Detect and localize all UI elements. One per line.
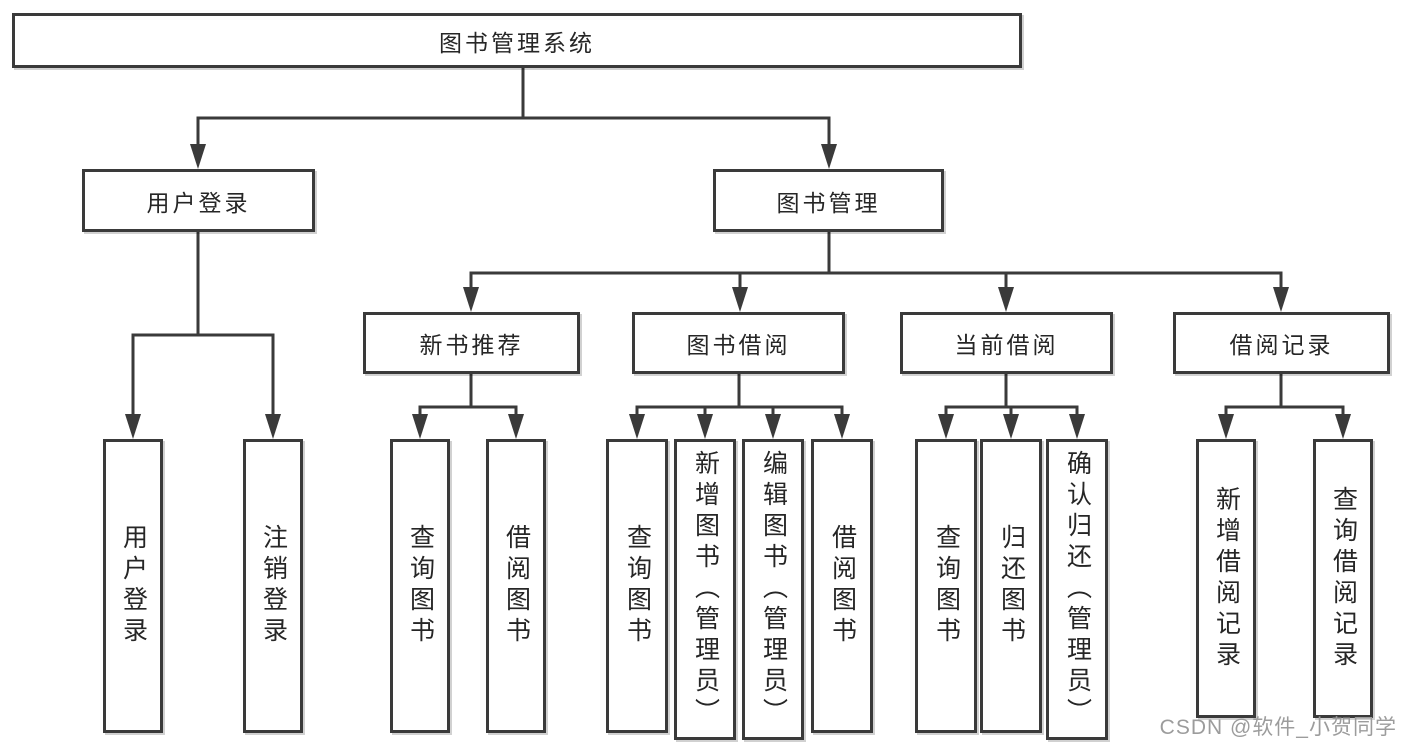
leaf-add-borrow-record-label: 新增借阅记录 (1212, 485, 1241, 672)
leaf-edit-book-label: 编辑图书（管理员） (759, 450, 788, 729)
leaf-add-book: 新增图书（管理员） (674, 439, 736, 740)
leaf-user-login: 用户登录 (103, 439, 163, 733)
leaf-query-book-2-label: 查询图书 (623, 524, 652, 648)
leaf-edit-book: 编辑图书（管理员） (742, 439, 804, 740)
arrowhead-icon (821, 144, 837, 169)
leaf-confirm-return: 确认归还（管理员） (1046, 439, 1108, 740)
leaf-user-login-label: 用户登录 (119, 524, 148, 648)
node-user-login-label: 用户登录 (146, 189, 251, 216)
node-borrow-record-label: 借阅记录 (1229, 332, 1334, 358)
leaf-borrow-book-2: 借阅图书 (811, 439, 873, 733)
arrowhead-icon (1218, 414, 1234, 439)
arrowhead-icon (629, 414, 645, 439)
arrowhead-icon (265, 414, 281, 439)
node-user-login: 用户登录 (82, 169, 315, 232)
arrowhead-icon (508, 414, 524, 439)
arrowhead-icon (1335, 414, 1351, 439)
arrowhead-icon (998, 287, 1014, 312)
arrowhead-icon (938, 414, 954, 439)
leaf-query-book-3: 查询图书 (915, 439, 977, 733)
leaf-query-book-2: 查询图书 (606, 439, 668, 733)
arrowhead-icon (190, 144, 206, 169)
node-root: 图书管理系统 (12, 13, 1022, 68)
arrowhead-icon (697, 414, 713, 439)
node-root-label: 图书管理系统 (439, 29, 595, 56)
leaf-logout: 注销登录 (243, 439, 303, 733)
leaf-query-book-3-label: 查询图书 (932, 524, 961, 648)
node-current-borrow-label: 当前借阅 (954, 332, 1059, 358)
leaf-borrow-book-2-label: 借阅图书 (828, 524, 857, 648)
node-current-borrow: 当前借阅 (900, 312, 1113, 374)
arrowhead-icon (463, 287, 479, 312)
watermark: CSDN @软件_小贺同学 (1159, 716, 1397, 739)
leaf-logout-label: 注销登录 (259, 524, 288, 648)
leaf-return-book-label: 归还图书 (997, 524, 1026, 648)
arrowhead-icon (1273, 287, 1289, 312)
arrowhead-icon (834, 414, 850, 439)
node-new-book-rec: 新书推荐 (363, 312, 580, 374)
arrowhead-icon (765, 414, 781, 439)
arrowhead-icon (1003, 414, 1019, 439)
node-book-mgmt-label: 图书管理 (776, 189, 881, 216)
arrowhead-icon (1069, 414, 1085, 439)
node-book-borrow: 图书借阅 (632, 312, 845, 374)
arrowhead-icon (412, 414, 428, 439)
node-book-borrow-label: 图书借阅 (686, 332, 791, 358)
leaf-query-borrow-record-label: 查询借阅记录 (1329, 485, 1358, 672)
arrowhead-icon (732, 287, 748, 312)
leaf-add-borrow-record: 新增借阅记录 (1196, 439, 1256, 718)
node-borrow-record: 借阅记录 (1173, 312, 1390, 374)
leaf-add-book-label: 新增图书（管理员） (691, 450, 720, 729)
node-book-mgmt: 图书管理 (713, 169, 944, 232)
arrowhead-icon (125, 414, 141, 439)
leaf-query-book-1: 查询图书 (390, 439, 450, 733)
leaf-borrow-book-1: 借阅图书 (486, 439, 546, 733)
leaf-return-book: 归还图书 (980, 439, 1042, 733)
node-new-book-rec-label: 新书推荐 (419, 332, 524, 358)
leaf-query-borrow-record: 查询借阅记录 (1313, 439, 1373, 718)
leaf-confirm-return-label: 确认归还（管理员） (1063, 450, 1092, 729)
leaf-borrow-book-1-label: 借阅图书 (502, 524, 531, 648)
leaf-query-book-1-label: 查询图书 (406, 524, 435, 648)
